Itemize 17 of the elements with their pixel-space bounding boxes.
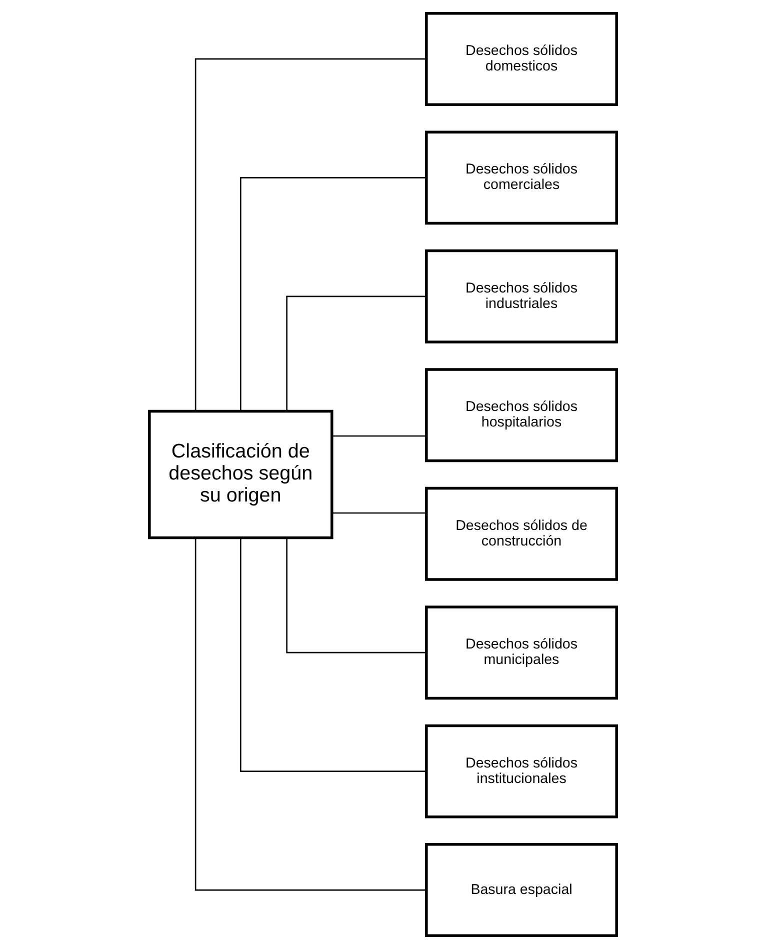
node-box: Desechos sólidos comerciales	[424, 130, 618, 225]
connector	[332, 512, 426, 514]
connector	[239, 538, 426, 772]
node-box: Desechos sólidos de construcción	[424, 486, 618, 581]
node-box: Desechos sólidos domesticos	[424, 12, 618, 106]
node-box: Basura espacial	[424, 843, 618, 938]
connector	[286, 296, 426, 412]
connector	[332, 435, 426, 437]
node-box: Desechos sólidos municipales	[424, 606, 618, 700]
node-box: Desechos sólidos hospitalarios	[424, 368, 618, 462]
node-box: Clasificación de desechos según su origen	[148, 410, 333, 540]
connector	[239, 177, 426, 412]
connector	[194, 538, 426, 891]
connector	[286, 538, 426, 654]
connector	[194, 58, 426, 411]
node-box: Desechos sólidos industriales	[424, 249, 618, 344]
node-box: Desechos sólidos institucionales	[424, 724, 618, 818]
